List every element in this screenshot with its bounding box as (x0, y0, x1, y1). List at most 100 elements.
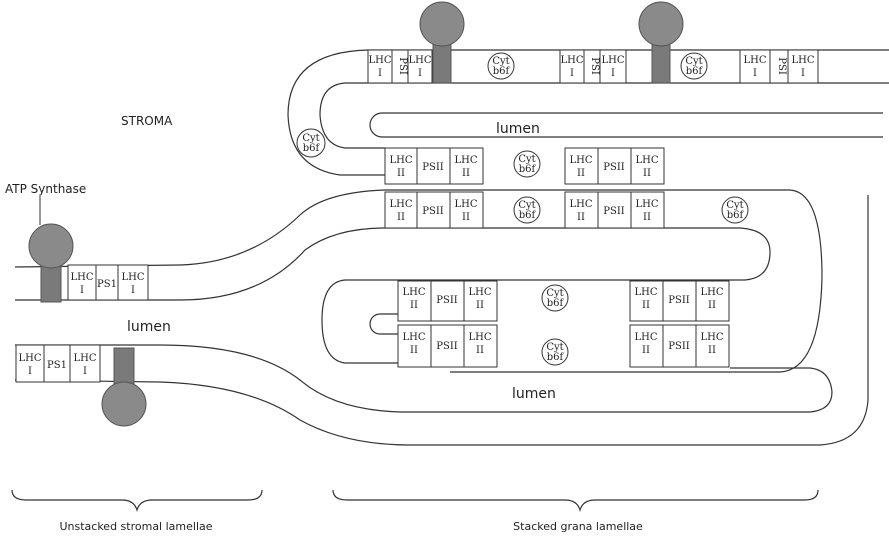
roman-label: II (476, 300, 484, 311)
roman-label: II (642, 300, 650, 311)
psi-label: PSI (776, 57, 787, 75)
lhc-label: LHC (408, 55, 431, 66)
lhc-label: LHC (569, 199, 592, 210)
stromal-upper-complexes: LHC I PS1 LHC I (68, 265, 148, 300)
granum-row-3: LHC II PSII LHC II Cyt b6f LHC II PSII L… (398, 281, 729, 321)
roman-label: II (708, 345, 716, 356)
middle-lumen-capsule (370, 314, 400, 334)
stacked-brace (333, 490, 818, 510)
ps1-label: PS1 (47, 360, 67, 371)
lhc-label: LHC (402, 287, 425, 298)
psii-label: PSII (668, 341, 690, 352)
top-inner-membrane (320, 83, 889, 148)
roman-label: II (708, 300, 716, 311)
atp-synthase-stromal-lower (102, 348, 146, 426)
top-membrane-complexes: LHC I PSI LHC I Cyt b6f LHC I PSI LHC I … (297, 50, 818, 157)
lhc-label: LHC (569, 155, 592, 166)
atp-synthase-label: ATP Synthase (5, 182, 86, 196)
lhc-label: LHC (468, 332, 491, 343)
lhc-label: LHC (635, 199, 658, 210)
lhc-label: LHC (454, 155, 477, 166)
lhc-label: LHC (700, 332, 723, 343)
lhc-label: LHC (791, 55, 814, 66)
lhc-label: LHC (18, 353, 41, 364)
lumen-label-top: lumen (496, 121, 540, 137)
lhc-label: LHC (635, 155, 658, 166)
psii-label: PSII (603, 162, 625, 173)
roman-label: I (753, 68, 757, 79)
lhc-label: LHC (468, 287, 491, 298)
roman-label: II (577, 168, 585, 179)
lhc-label: LHC (743, 55, 766, 66)
lhc-label: LHC (73, 353, 96, 364)
lhc-label: LHC (601, 55, 624, 66)
b6f-label: b6f (547, 352, 565, 363)
b6f-label: b6f (547, 298, 565, 309)
top-lumen-capsule (370, 113, 883, 137)
roman-label: II (410, 345, 418, 356)
b6f-label: b6f (519, 210, 537, 221)
lhc-label: LHC (70, 272, 93, 283)
granum-row-2: LHC II PSII LHC II Cyt b6f LHC II PSII L… (385, 192, 748, 228)
lhc-label: LHC (121, 272, 144, 283)
b6f-label: b6f (303, 143, 321, 154)
lhc-label: LHC (700, 287, 723, 298)
psi-label: PSI (397, 57, 408, 75)
b6f-label: b6f (493, 66, 511, 77)
roman-label: II (410, 300, 418, 311)
psii-label: PSII (436, 341, 458, 352)
atp-synthase-stromal-upper (29, 224, 73, 302)
b6f-label: b6f (686, 66, 704, 77)
roman-label: II (643, 212, 651, 223)
ps1-label: PS1 (97, 279, 117, 290)
b6f-label: b6f (727, 210, 745, 221)
atp-synthase-head (639, 2, 683, 46)
roman-label: I (570, 68, 574, 79)
unstacked-brace (12, 490, 262, 510)
roman-label: II (397, 212, 405, 223)
stacked-label: Stacked grana lamellae (513, 520, 643, 533)
roman-label: II (577, 212, 585, 223)
roman-label: II (643, 168, 651, 179)
roman-label: I (611, 68, 615, 79)
roman-label: II (397, 168, 405, 179)
lhc-label: LHC (634, 332, 657, 343)
stromal-lower-complexes: LHC I PS1 LHC I (16, 345, 100, 382)
roman-label: I (418, 68, 422, 79)
b6f-label: b6f (519, 164, 537, 175)
atp-synthase-top-right (639, 2, 683, 83)
atp-synthase-head (29, 224, 73, 268)
roman-label: I (378, 68, 382, 79)
lumen-label-bottom: lumen (512, 386, 556, 402)
roman-label: II (476, 345, 484, 356)
granum-row-4: LHC II PSII LHC II Cyt b6f LHC II PSII L… (398, 325, 729, 367)
stroma-label: STROMA (121, 114, 173, 128)
roman-label: I (83, 366, 87, 377)
roman-label: II (642, 345, 650, 356)
psii-label: PSII (422, 206, 444, 217)
atp-synthase-head (102, 382, 146, 426)
lhc-label: LHC (634, 287, 657, 298)
roman-label: I (80, 285, 84, 296)
lhc-label: LHC (389, 199, 412, 210)
membrane-outlines (15, 50, 889, 445)
lhc-label: LHC (402, 332, 425, 343)
roman-label: I (131, 285, 135, 296)
psii-label: PSII (422, 162, 444, 173)
psii-label: PSII (603, 206, 625, 217)
unstacked-label: Unstacked stromal lamellae (59, 520, 212, 533)
roman-label: II (462, 212, 470, 223)
lhc-label: LHC (560, 55, 583, 66)
lhc-label: LHC (389, 155, 412, 166)
roman-label: I (28, 366, 32, 377)
roman-label: II (462, 168, 470, 179)
lhc-label: LHC (454, 199, 477, 210)
atp-synthase-head (420, 2, 464, 46)
psi-label: PSI (589, 57, 600, 75)
granum-row-1: LHC II PSII LHC II Cyt b6f LHC II PSII L… (385, 148, 664, 184)
lumen-label-left: lumen (127, 319, 171, 335)
psii-label: PSII (436, 295, 458, 306)
lhc-label: LHC (368, 55, 391, 66)
psii-label: PSII (668, 295, 690, 306)
